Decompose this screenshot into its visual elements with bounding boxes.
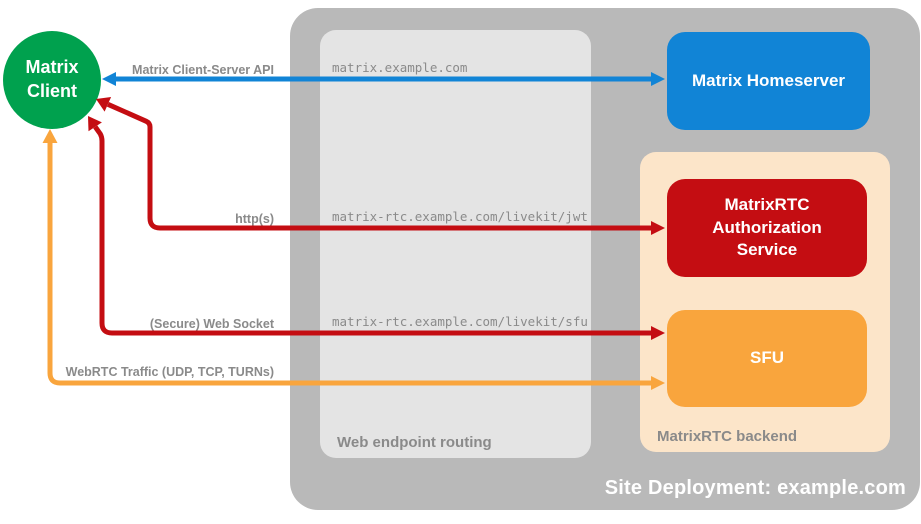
matrix-homeserver-label: Matrix Homeserver (691, 70, 846, 90)
endpoint-url-livekit-jwt: matrix-rtc.example.com/livekit/jwt (332, 209, 588, 224)
matrix-client-node: Matrix Client (3, 31, 101, 129)
matrix-client-label: Matrix Client (25, 57, 79, 101)
sfu-label: SFU (750, 348, 784, 368)
matrixrtc-authorization-service-node: MatrixRTC Authorization Service (667, 179, 867, 277)
label-client-server-api: Matrix Client-Server API (132, 63, 274, 77)
matrixrtc-backend-label: MatrixRTC backend (657, 428, 798, 445)
endpoint-url-livekit-sfu: matrix-rtc.example.com/livekit/sfu (332, 314, 588, 329)
endpoint-url-matrix: matrix.example.com (332, 60, 468, 75)
sfu-node: SFU (667, 310, 867, 407)
label-websocket: (Secure) Web Socket (149, 317, 274, 331)
web-endpoint-routing-label: Web endpoint routing (337, 434, 492, 451)
web-endpoint-routing-box: Web endpoint routing (320, 30, 591, 458)
label-webrtc-traffic: WebRTC Traffic (UDP, TCP, TURNs) (65, 365, 274, 379)
site-deployment-label: Site Deployment: example.com (604, 477, 906, 499)
matrixrtc-authorization-service-label: MatrixRTC Authorization Service (712, 195, 822, 260)
matrix-homeserver-node: Matrix Homeserver (667, 32, 870, 130)
label-https: http(s) (235, 212, 274, 226)
